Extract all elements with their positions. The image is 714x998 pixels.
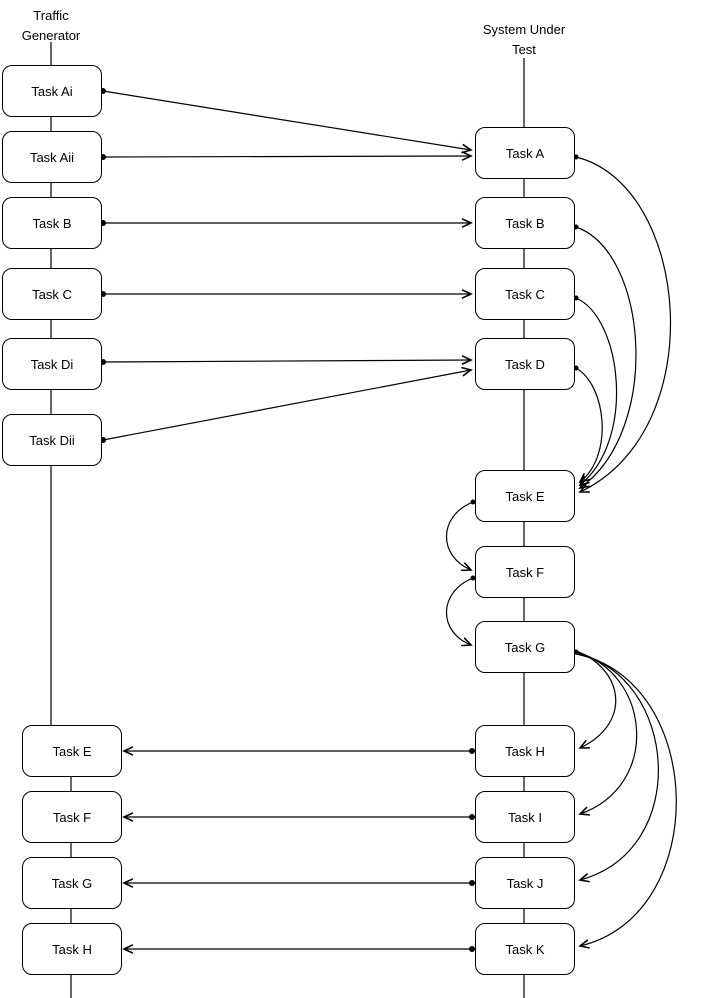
node-sut-task-c: Task C: [475, 268, 575, 320]
node-tg-task-c: Task C: [2, 268, 102, 320]
edge-sut-taskF-to-taskG: [446, 577, 474, 645]
node-sut-task-e: Task E: [475, 470, 575, 522]
node-tg-task-h: Task H: [22, 923, 122, 975]
edge-tg-taskDi-to-sut-taskD: [102, 360, 471, 362]
node-sut-task-h: Task H: [475, 725, 575, 777]
node-sut-task-g: Task G: [475, 621, 575, 673]
edge-sut-taskG-to-taskK: [575, 653, 677, 946]
column-header-traffic-generator: Traffic Generator: [21, 8, 81, 43]
edge-sut-taskG-to-taskJ: [575, 652, 659, 880]
edge-sut-taskB-to-taskE: [575, 226, 637, 488]
node-tg-task-di: Task Di: [2, 338, 102, 390]
node-tg-task-aii: Task Aii: [2, 131, 102, 183]
edge-sut-taskG-to-taskI: [575, 651, 638, 814]
node-tg-task-f: Task F: [22, 791, 122, 843]
node-sut-task-b: Task B: [475, 197, 575, 249]
node-tg-task-dii: Task Dii: [2, 414, 102, 466]
edge-sut-taskE-to-taskF: [446, 501, 474, 570]
edge-sut-taskG-to-taskH: [575, 650, 617, 748]
node-sut-task-d: Task D: [475, 338, 575, 390]
node-tg-task-b: Task B: [2, 197, 102, 249]
node-tg-task-ai: Task Ai: [2, 65, 102, 117]
edge-sut-taskA-to-taskE: [575, 156, 672, 492]
edge-sut-taskC-to-taskE: [575, 297, 618, 485]
edge-sut-taskD-to-taskE: [575, 367, 603, 482]
edge-tg-taskAii-to-sut-taskA: [102, 156, 471, 157]
node-sut-task-k: Task K: [475, 923, 575, 975]
node-sut-task-j: Task J: [475, 857, 575, 909]
node-sut-task-a: Task A: [475, 127, 575, 179]
edge-tg-taskDii-to-sut-taskD: [102, 370, 471, 441]
node-tg-task-g: Task G: [22, 857, 122, 909]
edge-tg-taskAi-to-sut-taskA: [102, 90, 471, 150]
column-header-system-under-test: System Under Test: [482, 22, 566, 57]
node-sut-task-f: Task F: [475, 546, 575, 598]
node-tg-task-e: Task E: [22, 725, 122, 777]
node-sut-task-i: Task I: [475, 791, 575, 843]
